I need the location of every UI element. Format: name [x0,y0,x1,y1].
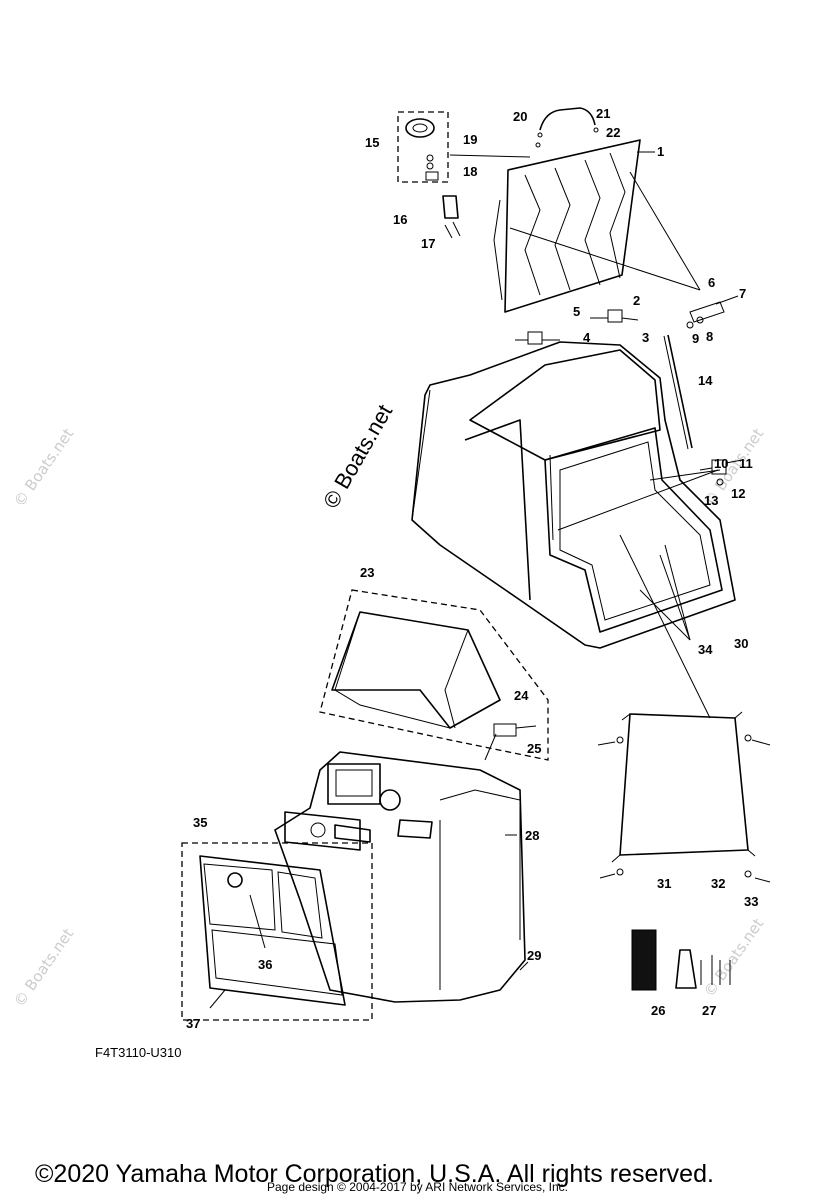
leader-lines [209,151,721,1009]
part-2-hinge [515,309,639,345]
part-37-door-frame [199,855,346,1006]
callout-21: 21 [596,106,610,121]
callout-10: 10 [714,456,728,471]
callout-12: 12 [731,486,745,501]
callout-24: 24 [514,688,529,703]
callout-7: 7 [739,286,746,301]
callout-14: 14 [698,373,713,388]
page-design-notice: Page design © 2004-2017 by ARI Network S… [267,1180,569,1194]
callout-1: 1 [657,144,664,159]
callout-13: 13 [704,493,718,508]
part-15-gauge [405,118,439,181]
callout-20: 20 [513,109,527,124]
part-1-cover-panel [493,139,641,313]
callout-30: 30 [734,636,748,651]
callout-19: 19 [463,132,477,147]
callout-2: 2 [633,293,640,308]
part-23-frame [331,611,501,729]
callout-9: 9 [692,331,699,346]
part-14-gas-strut [663,334,693,450]
callout-22: 22 [606,125,620,140]
callout-15: 15 [365,135,379,150]
callout-31: 31 [657,876,671,891]
callout-26: 26 [651,1003,665,1018]
callout-8: 8 [706,329,713,344]
part-20-handle [535,107,599,148]
callout-3: 3 [642,330,649,345]
group-box-23 [319,589,549,761]
callout-34: 34 [698,642,713,657]
group-box-35 [181,842,373,1021]
callout-4: 4 [583,330,591,345]
part-24-clip [493,723,537,737]
part-32-fasteners [597,734,771,883]
part-16-bracket [442,195,461,239]
callout-23: 23 [360,565,374,580]
part-30-housing [411,341,736,649]
callout-17: 17 [421,236,435,251]
callout-37: 37 [186,1016,200,1031]
callout-33: 33 [744,894,758,909]
callout-16: 16 [393,212,407,227]
callout-11: 11 [739,456,753,471]
figure-code: F4T3110-U310 [95,1045,182,1060]
callout-5: 5 [573,304,580,319]
callouts: 1 2 3 4 5 6 7 8 9 10 11 12 13 14 15 16 1… [186,106,758,1031]
callout-25: 25 [527,741,541,756]
callout-35: 35 [193,815,207,830]
callout-36: 36 [258,957,272,972]
part-28-console [274,751,526,1003]
callout-6: 6 [708,275,715,290]
callout-27: 27 [702,1003,716,1018]
copyright-notice: ©2020 Yamaha Motor Corporation, U.S.A. A… [35,1160,714,1188]
part-6-hinge [686,295,739,329]
part-27-hardware [675,949,731,989]
callout-32: 32 [711,876,725,891]
part-12-hinge [699,459,743,486]
part-26-strip [631,929,657,991]
part-31-cover [611,711,756,863]
callout-28: 28 [525,828,539,843]
callout-18: 18 [463,164,477,179]
callout-29: 29 [527,948,541,963]
group-box-15 [397,111,449,183]
